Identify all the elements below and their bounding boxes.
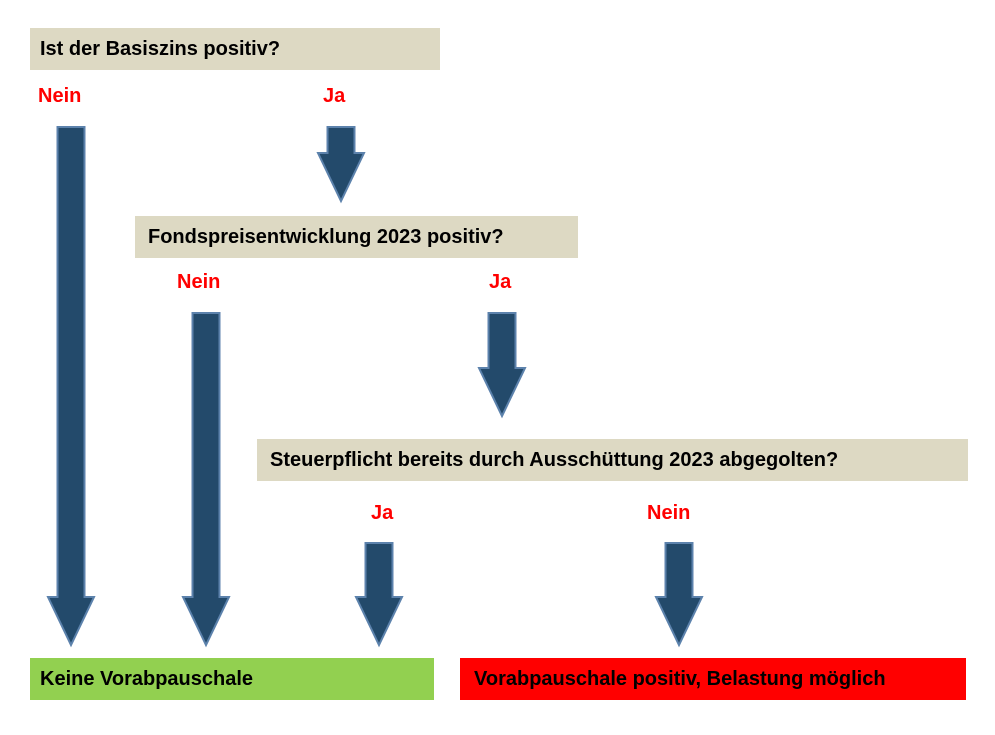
result-box-vorabpauschale-positiv: Vorabpauschale positiv, Belastung möglic… bbox=[460, 658, 966, 700]
question-box-fondspreisentwicklung: Fondspreisentwicklung 2023 positiv? bbox=[135, 216, 578, 258]
question-box-steuerpflicht: Steuerpflicht bereits durch Ausschüttung… bbox=[257, 439, 968, 481]
arrow-q3-ja-to-keine-vorabpauschale bbox=[354, 542, 404, 648]
branch-label-q3-nein: Nein bbox=[647, 502, 691, 524]
arrow-q1-nein-to-keine-vorabpauschale bbox=[46, 126, 96, 648]
branch-label-q2-nein: Nein bbox=[177, 271, 221, 293]
arrow-q1-ja-to-fondspreisentwicklung bbox=[316, 126, 366, 204]
arrow-q2-ja-to-steuerpflicht bbox=[477, 312, 527, 419]
branch-label-q1-nein: Nein bbox=[38, 85, 82, 107]
branch-label-q1-ja: Ja bbox=[323, 85, 346, 107]
arrow-q3-nein-to-vorabpauschale-positiv bbox=[654, 542, 704, 648]
branch-label-q2-ja: Ja bbox=[489, 271, 512, 293]
result-box-keine-vorabpauschale: Keine Vorabpauschale bbox=[30, 658, 434, 700]
branch-label-q3-ja: Ja bbox=[371, 502, 394, 524]
question-box-basiszins: Ist der Basiszins positiv? bbox=[30, 28, 440, 70]
arrow-q2-nein-to-keine-vorabpauschale bbox=[181, 312, 231, 648]
